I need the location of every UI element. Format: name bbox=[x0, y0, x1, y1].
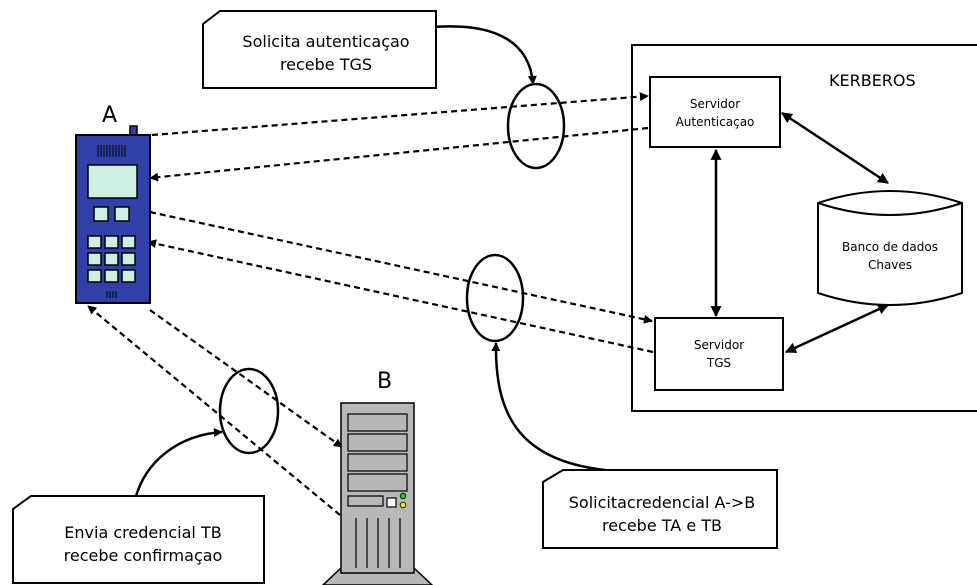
auth-server-box: Servidor Autenticaçao bbox=[649, 76, 781, 148]
auth-messages-ellipse bbox=[506, 82, 566, 170]
send-tb-arrow bbox=[149, 309, 343, 448]
confirmation-arrow bbox=[87, 305, 341, 516]
note-top-line-2: recebe TGS bbox=[280, 55, 372, 74]
kerberos-box: KERBEROS bbox=[631, 44, 977, 412]
note-bottom-line-1: Envia credencial TB bbox=[64, 523, 221, 542]
bottom-note-connector bbox=[133, 428, 223, 501]
note-middle-line-1: Solicitacredencial A->B bbox=[569, 493, 756, 512]
message-arrows bbox=[87, 92, 654, 516]
tgs-server-label-1: Servidor bbox=[694, 338, 744, 352]
database-label-1: Banco de dados bbox=[842, 240, 938, 254]
server-led-yellow-icon bbox=[399, 501, 407, 509]
message-ellipses bbox=[218, 82, 566, 455]
server-b: B bbox=[321, 369, 434, 585]
receive-ta-tb-arrow bbox=[147, 239, 654, 354]
top-note-connector bbox=[432, 25, 537, 85]
note-request-auth: Solicita autenticaçao recebe TGS bbox=[202, 10, 437, 89]
auth-server-label-2: Autenticaçao bbox=[676, 115, 755, 129]
server-vents bbox=[355, 518, 401, 568]
auth-db-arrow bbox=[781, 111, 889, 185]
ab-messages-ellipse bbox=[218, 367, 280, 455]
kerberos-title: KERBEROS bbox=[829, 71, 916, 90]
phone-keypad bbox=[87, 235, 136, 283]
request-credential-arrow bbox=[149, 210, 653, 324]
tgs-db-arrow bbox=[785, 303, 889, 354]
note-middle-line-2: recebe TA e TB bbox=[602, 516, 722, 535]
client-a-label: A bbox=[102, 103, 117, 128]
tgs-server-label-2: TGS bbox=[706, 356, 731, 370]
phone-mic-icon bbox=[106, 291, 117, 298]
database-label-2: Chaves bbox=[868, 258, 912, 272]
key-database: Banco de dados Chaves bbox=[817, 190, 963, 306]
auth-server-label-1: Servidor bbox=[690, 97, 740, 111]
note-top-line-1: Solicita autenticaçao bbox=[242, 32, 409, 51]
phone-speaker-icon bbox=[97, 145, 126, 157]
receive-tgs-arrow bbox=[149, 126, 649, 182]
middle-note-connector bbox=[491, 342, 606, 472]
phone-screen bbox=[87, 164, 138, 199]
client-a: A bbox=[75, 103, 151, 304]
request-auth-arrow bbox=[151, 92, 649, 137]
tgs-server-box: Servidor TGS bbox=[654, 317, 784, 391]
tgs-messages-ellipse bbox=[465, 253, 525, 343]
note-bottom-line-2: recebe confirmaçao bbox=[64, 546, 223, 565]
note-request-credential: Solicitacredencial A->B recebe TA e TB bbox=[542, 469, 778, 549]
server-b-label: B bbox=[377, 369, 392, 394]
note-send-credential: Envia credencial TB recebe confirmaçao bbox=[12, 495, 265, 584]
server-led-green-icon bbox=[399, 492, 407, 500]
note-connectors bbox=[133, 25, 606, 501]
